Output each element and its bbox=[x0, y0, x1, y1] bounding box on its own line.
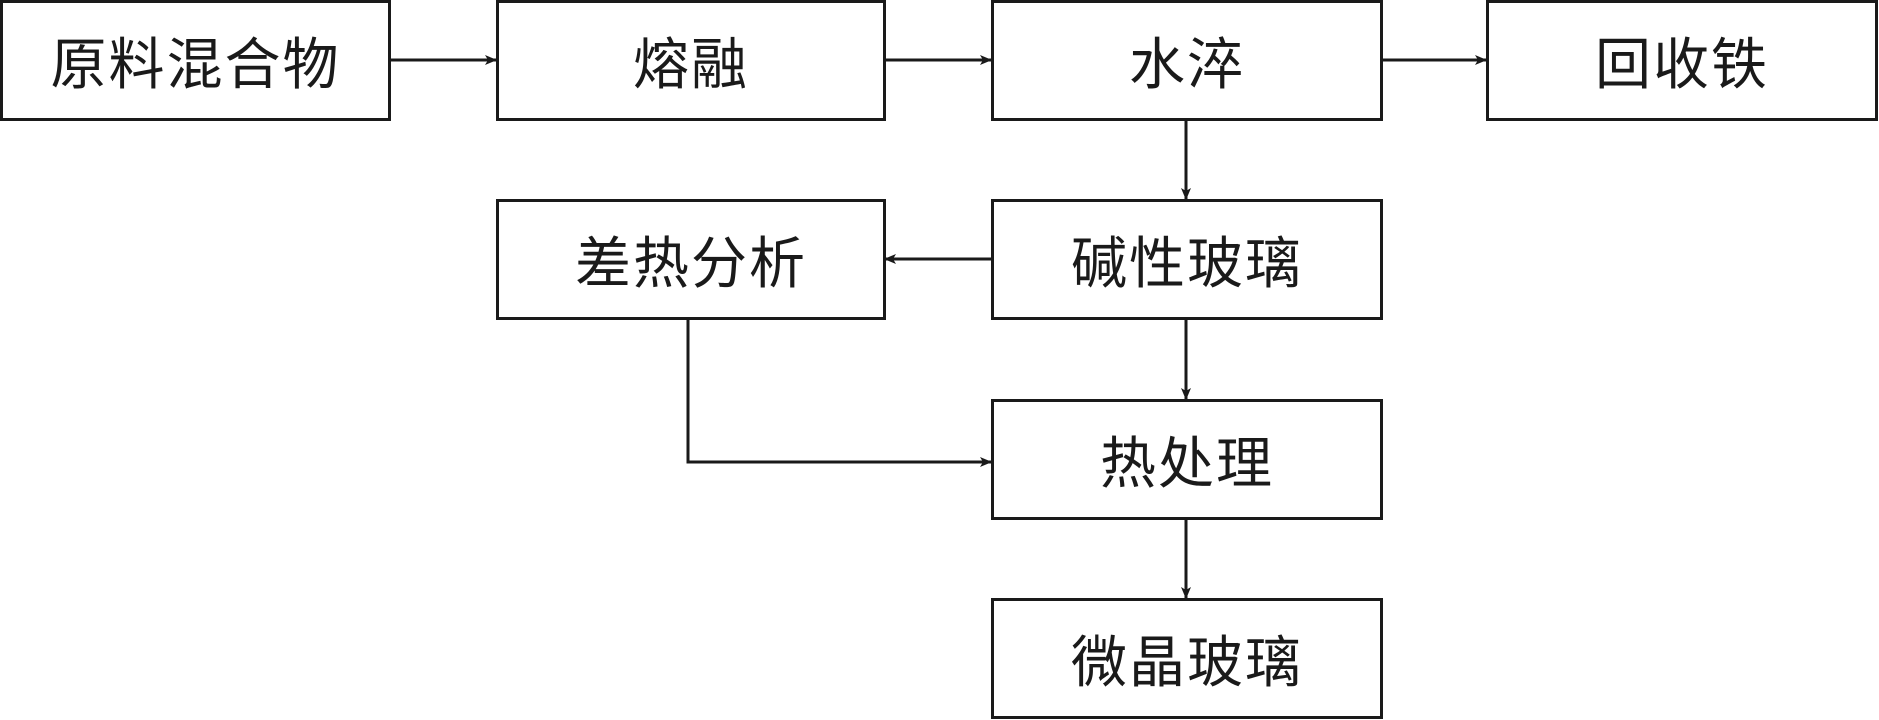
node-heat-treatment-label: 热处理 bbox=[1100, 432, 1274, 497]
node-melting: 熔融 bbox=[496, 0, 886, 121]
node-raw-mix: 原料混合物 bbox=[0, 0, 391, 121]
arrow-dta-to-heat-treatment bbox=[686, 319, 992, 467]
node-heat-treatment: 热处理 bbox=[991, 399, 1383, 520]
node-melting-label: 熔融 bbox=[633, 33, 749, 98]
node-alkaline-glass-label: 碱性玻璃 bbox=[1071, 232, 1303, 297]
node-dta: 差热分析 bbox=[496, 199, 886, 320]
node-water-quench-label: 水淬 bbox=[1129, 33, 1245, 98]
node-raw-mix-label: 原料混合物 bbox=[50, 33, 341, 98]
node-water-quench: 水淬 bbox=[991, 0, 1383, 121]
node-glass-ceramic-label: 微晶玻璃 bbox=[1071, 631, 1303, 696]
node-recover-iron-label: 回收铁 bbox=[1595, 33, 1769, 98]
node-recover-iron: 回收铁 bbox=[1486, 0, 1878, 121]
node-glass-ceramic: 微晶玻璃 bbox=[991, 598, 1383, 719]
node-dta-label: 差热分析 bbox=[575, 232, 807, 297]
node-alkaline-glass: 碱性玻璃 bbox=[991, 199, 1383, 320]
